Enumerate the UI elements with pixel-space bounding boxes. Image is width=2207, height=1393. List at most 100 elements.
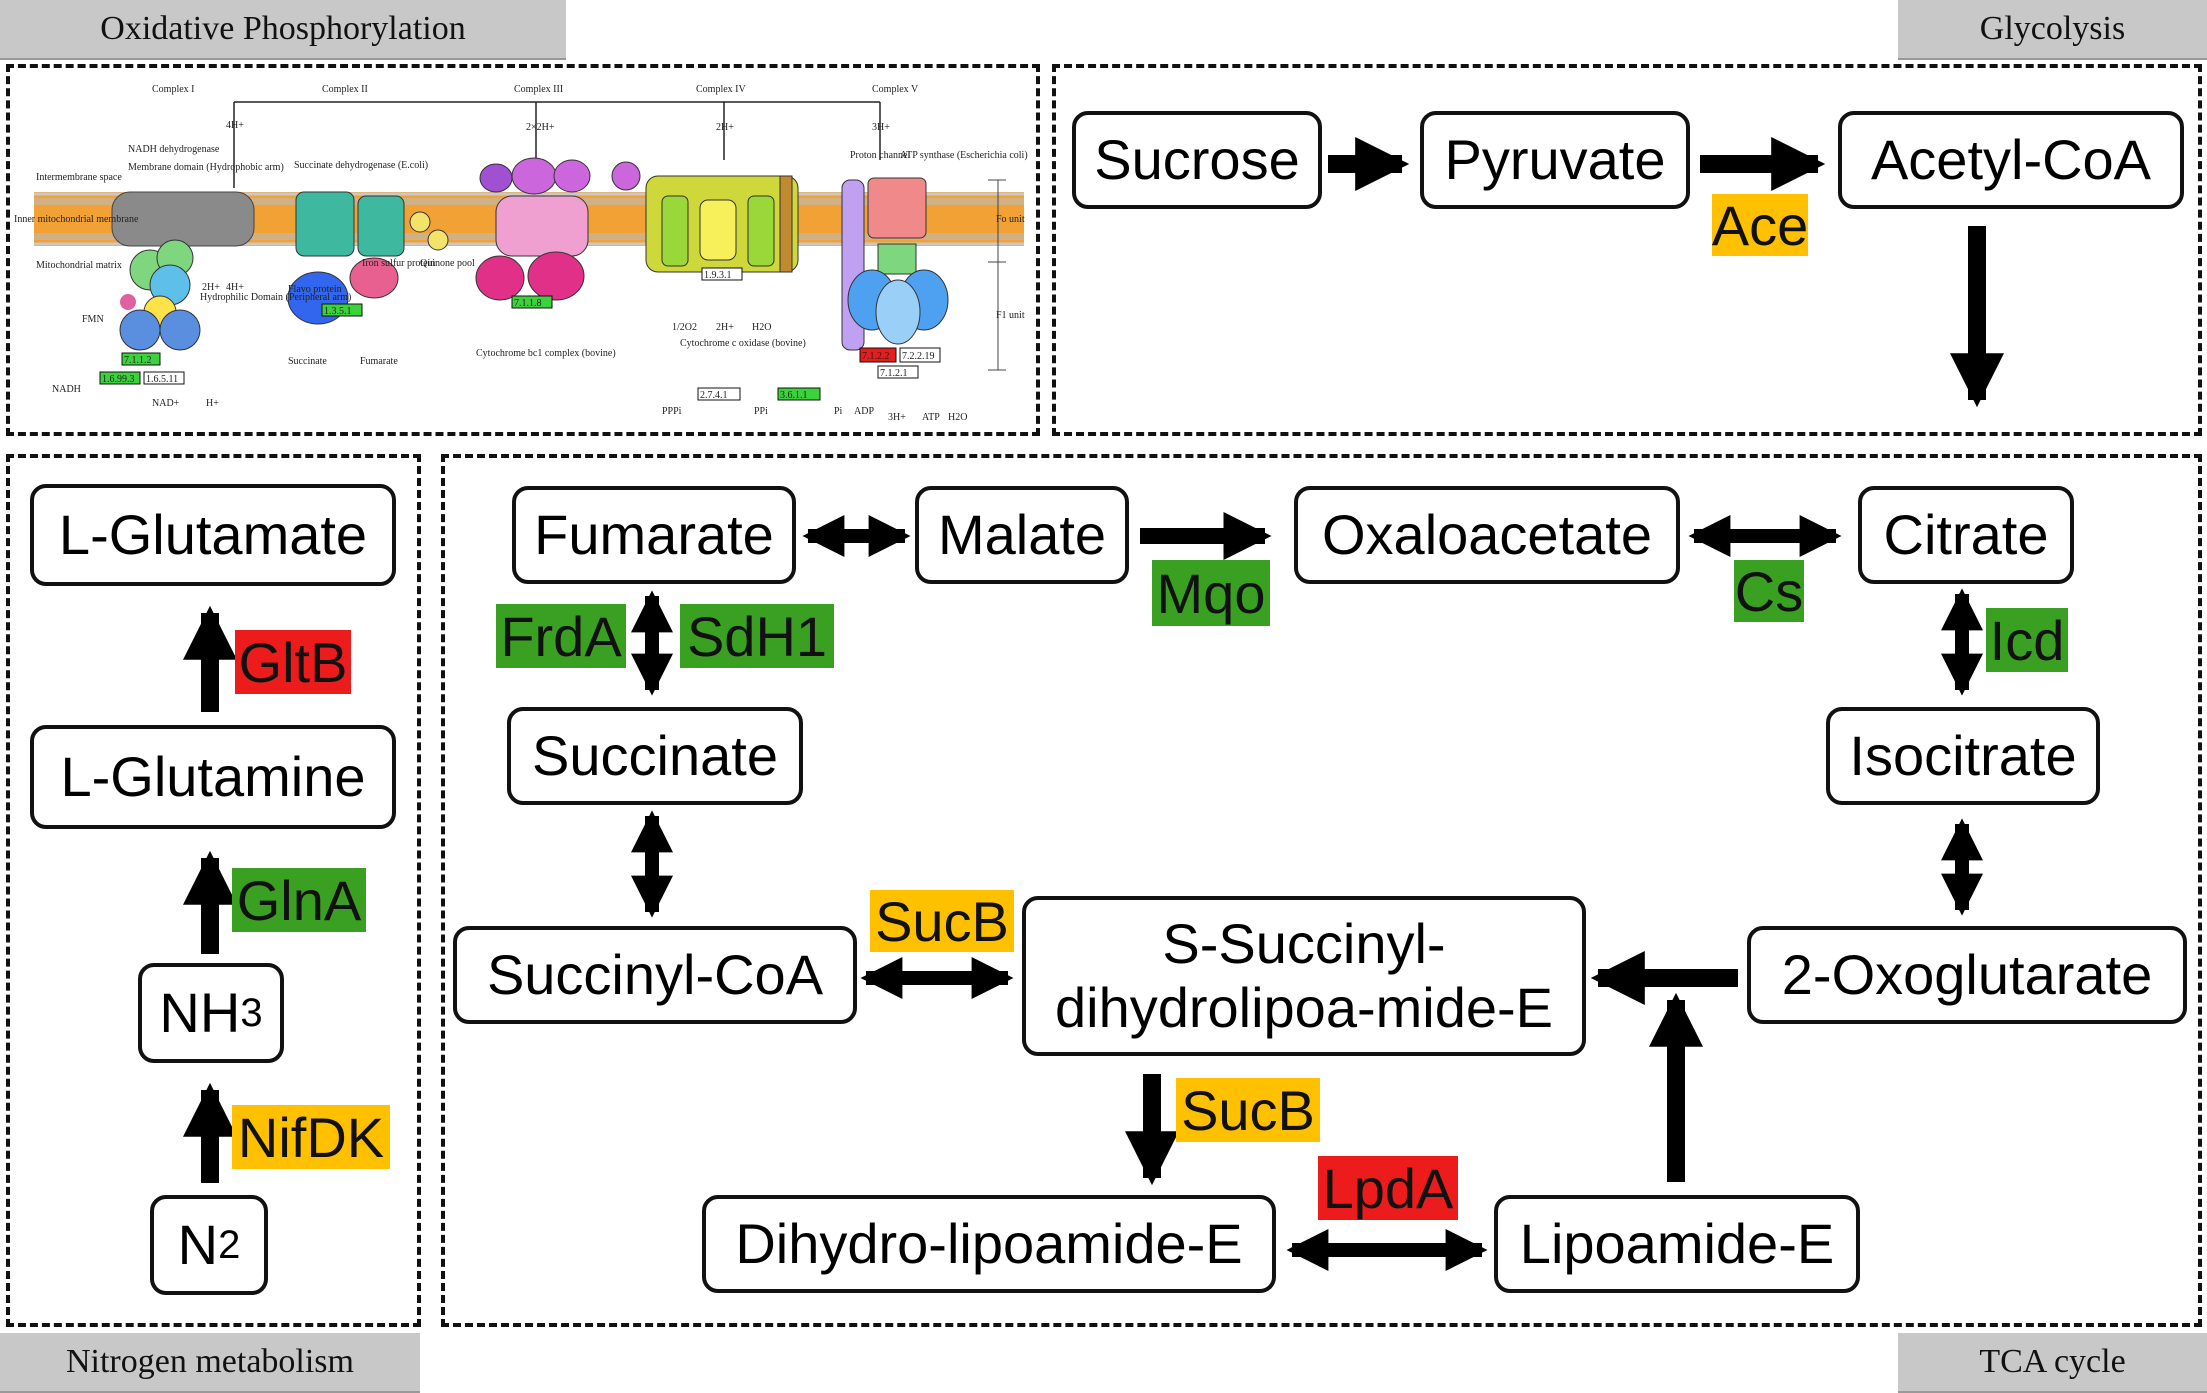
enzyme-nifdk: NifDK xyxy=(232,1105,390,1169)
oxphos-small-label: 4H+ xyxy=(226,282,244,293)
oxphos-caption: ATP synthase (Escherichia coli) xyxy=(900,150,1028,161)
oxphos-small-label: H2O xyxy=(752,322,771,333)
panel-frame-glycolysis xyxy=(1052,64,2202,436)
enzyme-ace: Ace xyxy=(1711,193,1809,257)
oxphos-proton-label: 4H+ xyxy=(226,120,244,131)
enzyme-cs: Cs xyxy=(1734,559,1804,623)
oxphos-caption: Proton channel xyxy=(850,150,910,161)
oxphos-small-label: 2H+ xyxy=(202,282,220,293)
oxphos-complex-label: Complex III xyxy=(514,84,563,95)
enzyme-icd: Icd xyxy=(1986,608,2068,672)
panel-frame-nitrogen xyxy=(6,454,421,1327)
oxphos-small-label: NAD+ xyxy=(152,398,180,409)
enzyme-lpda: LpdA xyxy=(1318,1156,1458,1220)
oxphos-caption: Iron sulfur protein xyxy=(362,258,435,269)
oxphos-caption: Flavo protein xyxy=(288,284,342,295)
oxphos-complex-label: Complex V xyxy=(872,84,919,95)
panel-label-tca: TCA cycle xyxy=(1898,1333,2207,1393)
oxphos-region-label: Intermembrane space xyxy=(36,172,122,183)
oxphos-ec-label: 1.6.99.3 xyxy=(102,374,135,385)
oxphos-complex-label: Complex IV xyxy=(696,84,746,95)
enzyme-glna: GlnA xyxy=(232,868,366,932)
node-succinate: Succinate xyxy=(507,707,803,805)
oxphos-small-label: NADH xyxy=(52,384,81,395)
oxphos-small-label: Pi xyxy=(834,406,843,417)
oxphos-small-label: 3H+ xyxy=(888,412,906,423)
oxphos-small-label: Succinate xyxy=(288,356,327,367)
oxphos-small-label: Fumarate xyxy=(360,356,398,367)
oxphos-ec-label: 1.9.3.1 xyxy=(704,270,732,281)
node-fumarate: Fumarate xyxy=(512,486,796,584)
node-s-succinyl-dihydrolipoamide: S-Succinyl- dihydrolipoa-mide-E xyxy=(1022,896,1586,1056)
oxphos-small-label: 1/2O2 xyxy=(672,322,697,333)
node-pyruvate: Pyruvate xyxy=(1420,111,1690,209)
s-succinyl-line-1: S-Succinyl- xyxy=(1162,912,1446,975)
n2-subscript: 2 xyxy=(218,1223,241,1267)
oxphos-proton-label: 2×2H+ xyxy=(526,122,555,133)
oxphos-small-label: FMN xyxy=(82,314,104,325)
oxphos-small-label: PPPi xyxy=(662,406,682,417)
oxphos-caption: NADH dehydrogenase xyxy=(128,144,220,155)
oxphos-small-label: H+ xyxy=(206,398,219,409)
nh3-subscript: 3 xyxy=(240,991,263,1035)
oxphos-ec-label: 7.1.1.2 xyxy=(124,355,152,366)
node-isocitrate: Isocitrate xyxy=(1826,707,2100,805)
oxphos-caption: Cytochrome c oxidase (bovine) xyxy=(680,338,806,349)
node-citrate: Citrate xyxy=(1858,486,2074,584)
oxphos-small-label: PPi xyxy=(754,406,768,417)
oxphos-ec-label: 7.1.2.2 xyxy=(862,351,890,362)
oxphos-region-label: Fo unit xyxy=(996,214,1025,225)
node-l-glutamate: L-Glutamate xyxy=(30,484,396,586)
oxphos-caption: Membrane domain (Hydrophobic arm) xyxy=(128,162,284,173)
oxphos-small-label: H2O xyxy=(948,412,967,423)
enzyme-sdh1: SdH1 xyxy=(680,604,834,668)
s-succinyl-line-2: dihydrolipoa-mide-E xyxy=(1054,976,1553,1039)
oxphos-ec-label: 3.6.1.1 xyxy=(780,390,808,401)
oxphos-ec-label: 1.6.5.11 xyxy=(146,374,178,385)
oxphos-ec-label: 1.3.5.1 xyxy=(324,306,352,317)
node-dihydro-lipoamide-e: Dihydro-lipoamide-E xyxy=(702,1195,1276,1293)
oxphos-ec-label: 2.7.4.1 xyxy=(700,390,728,401)
oxphos-caption: Hydrophilic Domain (Peripheral arm) xyxy=(200,292,351,303)
oxphos-ec-label: 7.1.1.8 xyxy=(514,298,542,309)
node-sucrose: Sucrose xyxy=(1072,111,1322,209)
enzyme-sucb-2: SucB xyxy=(1176,1078,1320,1142)
panel-frame-oxphos xyxy=(6,64,1040,436)
oxphos-caption: Quinone pool xyxy=(420,258,475,269)
panel-label-glycolysis: Glycolysis xyxy=(1898,0,2207,60)
oxphos-map xyxy=(34,101,1024,401)
node-malate: Malate xyxy=(915,486,1129,584)
panel-label-oxphos: Oxidative Phosphorylation xyxy=(0,0,566,60)
oxphos-ec-label: 7.2.2.19 xyxy=(902,351,935,362)
oxphos-region-label: Inner mitochondrial membrane xyxy=(14,214,139,225)
nh3-base: NH xyxy=(159,981,241,1044)
oxphos-caption: Cytochrome bc1 complex (bovine) xyxy=(476,348,616,359)
oxphos-region-label: Mitochondrial matrix xyxy=(36,260,122,271)
oxphos-small-label: 2H+ xyxy=(716,322,734,333)
node-l-glutamine: L-Glutamine xyxy=(30,725,396,829)
oxphos-region-label: F1 unit xyxy=(996,310,1025,321)
node-succinyl-coa: Succinyl-CoA xyxy=(453,926,857,1024)
node-oxaloacetate: Oxaloacetate xyxy=(1294,486,1680,584)
enzyme-mqo: Mqo xyxy=(1152,560,1270,626)
oxphos-proton-label: 2H+ xyxy=(716,122,734,133)
oxphos-caption: Succinate dehydrogenase (E.coli) xyxy=(294,160,428,171)
oxphos-small-label: ATP xyxy=(922,412,940,423)
enzyme-frda: FrdA xyxy=(496,604,626,668)
oxphos-complex-label: Complex I xyxy=(152,84,195,95)
enzyme-sucb-1: SucB xyxy=(870,890,1014,953)
oxphos-small-label: ADP xyxy=(854,406,874,417)
oxphos-complex-label: Complex II xyxy=(322,84,368,95)
node-2-oxoglutarate: 2-Oxoglutarate xyxy=(1747,926,2187,1024)
n2-base: N xyxy=(177,1213,219,1276)
panel-frame-tca xyxy=(441,454,2202,1327)
node-lipoamide-e: Lipoamide-E xyxy=(1494,1195,1860,1293)
node-acetyl-coa: Acetyl-CoA xyxy=(1838,111,2184,209)
oxphos-ec-label: 7.1.2.1 xyxy=(880,368,908,379)
enzyme-gltb: GltB xyxy=(235,630,351,694)
